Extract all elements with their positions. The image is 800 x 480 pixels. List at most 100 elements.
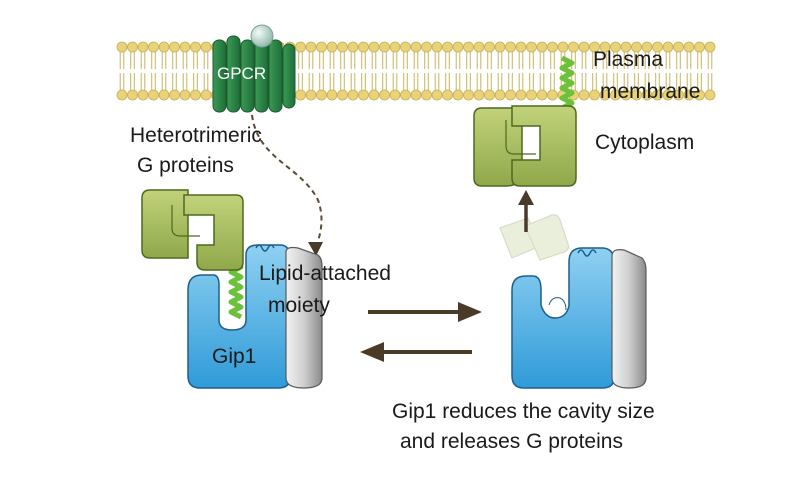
gip1-right: [511, 247, 647, 389]
lipid-head: [505, 41, 516, 53]
lipid-head: [673, 41, 684, 53]
lipid-head: [295, 89, 306, 101]
lipid-head: [158, 41, 170, 53]
lipid-head: [337, 89, 348, 101]
gip1-right-gray-helix: [611, 249, 647, 389]
lipid-head: [127, 89, 138, 101]
lipid-head: [652, 89, 663, 101]
lipid-head: [379, 89, 390, 101]
lipid-head: [190, 89, 201, 101]
lipid-head: [631, 89, 642, 101]
heterotrimeric-label-line1: Heterotrimeric: [130, 124, 262, 147]
plasma-membrane-label-line2: membrane: [600, 80, 701, 103]
lipid-head: [694, 41, 705, 53]
lipid-head: [347, 41, 359, 53]
lipid-head: [421, 41, 432, 53]
lipid-head: [484, 41, 495, 53]
activation-dashed-arrow: [251, 114, 323, 249]
lipid-head: [379, 41, 390, 53]
lipid-head: [158, 89, 170, 101]
lipid-head: [536, 41, 548, 53]
lipid-head: [326, 41, 338, 53]
lipid-head: [505, 89, 516, 101]
lipid-head: [452, 41, 464, 53]
lipid-head: [389, 89, 401, 101]
lipid-head: [704, 41, 716, 53]
lipid-head: [400, 41, 411, 53]
lipid-head: [641, 89, 653, 101]
lipid-head: [683, 41, 695, 53]
lipid-head: [400, 89, 411, 101]
ligand-sphere: [250, 24, 274, 48]
lipid-head: [179, 89, 191, 101]
gip1-right-cavity: [548, 297, 567, 311]
lipid-head: [368, 89, 380, 101]
lipid-head: [662, 89, 674, 101]
lipid-head: [200, 41, 212, 53]
lipid-head: [305, 41, 317, 53]
lipid-head: [673, 89, 684, 101]
caption-line2: and releases G proteins: [400, 430, 623, 453]
lipid-head: [368, 41, 380, 53]
lipid-head: [116, 41, 128, 53]
lipid-head: [358, 89, 369, 101]
lipid-head: [620, 89, 632, 101]
lipid-head: [347, 89, 359, 101]
gip1-left-gray-helix: [285, 246, 323, 389]
lipid-moiety-label-line1: Lipid-attached: [259, 262, 391, 285]
g-protein-released-faded: [499, 214, 570, 261]
gip1-left-squiggle: [255, 244, 275, 252]
lipid-head: [494, 89, 506, 101]
lipid-head: [116, 89, 128, 101]
lipid-head: [515, 41, 527, 53]
lipid-head: [599, 89, 611, 101]
lipid-head: [305, 89, 317, 101]
lipid-head: [410, 41, 422, 53]
lipid-head: [148, 41, 159, 53]
lipid-head: [463, 89, 474, 101]
lipid-head: [578, 89, 590, 101]
lipid-head: [547, 89, 558, 101]
gpcr-label: GPCR: [217, 64, 267, 83]
lipid-head: [526, 89, 537, 101]
lipid-head: [442, 41, 453, 53]
g-protein-right: [473, 55, 577, 187]
membrane-lipid-tails: [119, 52, 713, 90]
lipid-head: [557, 41, 569, 53]
lipid-head: [326, 89, 338, 101]
lipid-head: [515, 89, 527, 101]
lipid-head: [547, 41, 558, 53]
lipid-head: [620, 41, 632, 53]
lipid-head: [463, 41, 474, 53]
lipid-head: [442, 89, 453, 101]
lipid-head: [568, 41, 579, 53]
gpcr-receptor: [212, 24, 296, 113]
cytoplasm-label: Cytoplasm: [595, 131, 695, 154]
lipid-head: [536, 89, 548, 101]
lipid-head: [148, 89, 159, 101]
lipid-head: [295, 41, 306, 53]
lipid-head: [652, 41, 663, 53]
lipid-head: [473, 41, 485, 53]
lipid-head: [631, 41, 642, 53]
lipid-head: [316, 89, 327, 101]
lipid-head: [694, 89, 705, 101]
lipid-head: [431, 41, 443, 53]
lipid-head: [641, 41, 653, 53]
lipid-head: [137, 41, 149, 53]
lipid-head: [484, 89, 495, 101]
lipid-head: [389, 41, 401, 53]
equilibrium-arrows: [360, 302, 482, 362]
lipid-head: [452, 89, 464, 101]
lipid-head: [410, 89, 422, 101]
gip1-left: [187, 244, 323, 389]
lipid-head: [200, 89, 212, 101]
g-protein-left: [141, 189, 244, 271]
lipid-head: [683, 89, 695, 101]
plasma-membrane-label-line1: Plasma: [593, 48, 664, 71]
lipid-head: [526, 41, 537, 53]
lipid-head: [662, 41, 674, 53]
lipid-head: [494, 41, 506, 53]
lipid-head: [137, 89, 149, 101]
lipid-head: [169, 41, 180, 53]
